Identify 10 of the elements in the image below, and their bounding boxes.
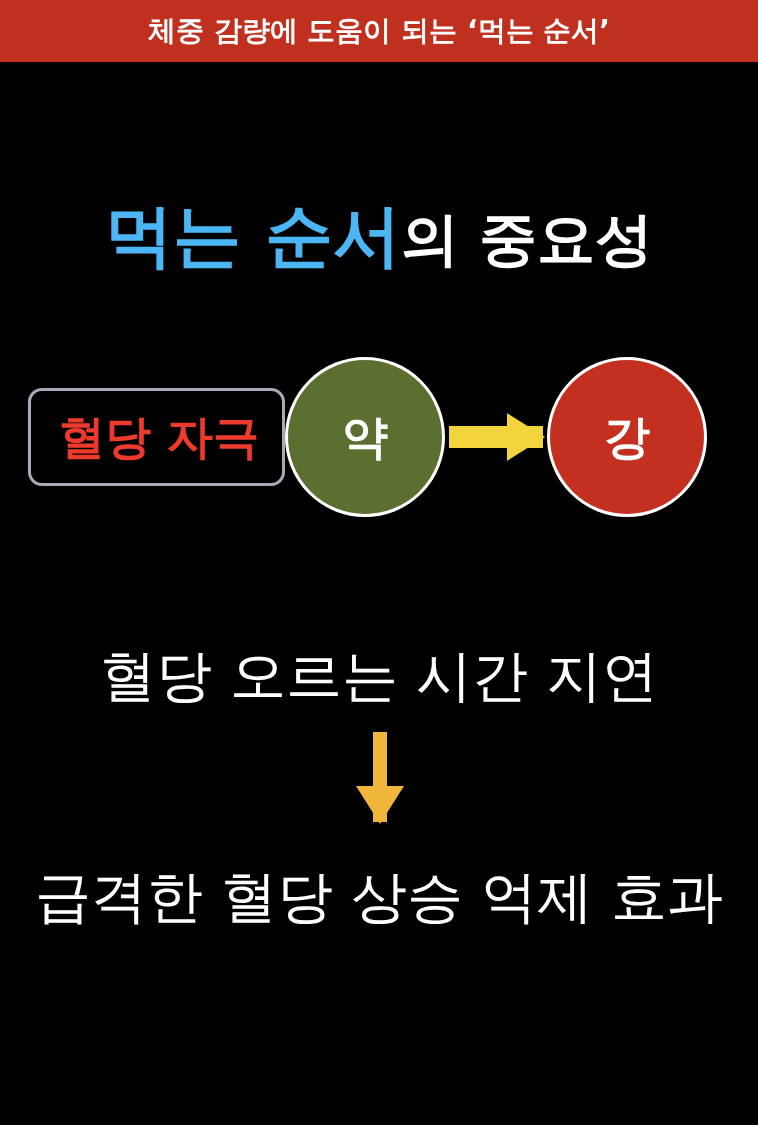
arrow: [449, 413, 545, 461]
label-box: [28, 388, 285, 486]
heading: 먹는 순서의 중요성: [104, 195, 654, 277]
arrow: [356, 732, 404, 824]
node-text: 약: [342, 408, 388, 466]
node-text: 혈당 오르는 시간 지연: [100, 642, 658, 710]
header-title: 체중 감량에 도움이 되는 ‘먹는 순서’: [148, 13, 610, 49]
node-text: 강: [604, 408, 650, 466]
node-text: 급격한 혈당 상승 억제 효과: [35, 863, 723, 931]
node-text: 혈당 자극: [59, 408, 259, 466]
